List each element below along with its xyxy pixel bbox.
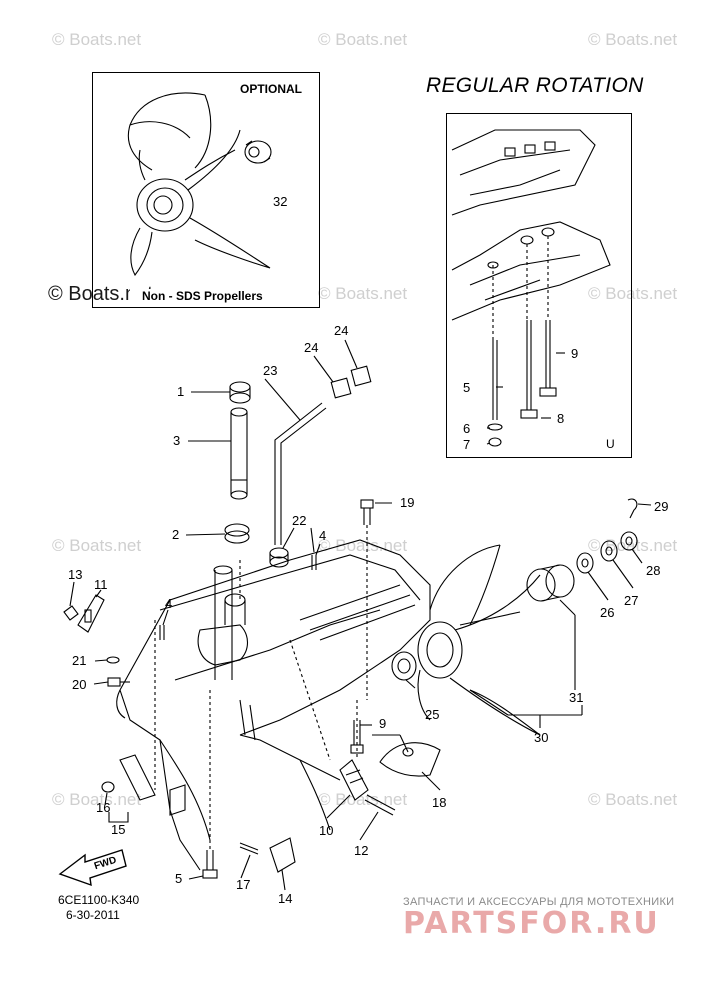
part-label-11: 11 [94, 577, 108, 592]
part-label-3: 3 [173, 433, 181, 448]
part-label-5: 5 [175, 871, 183, 886]
part-28-drawing [620, 531, 638, 551]
part-label-12: 12 [354, 843, 369, 858]
part-label-24b: 24 [334, 323, 349, 338]
part-label-25: 25 [425, 707, 440, 722]
inset-part-label-8: 8 [557, 411, 565, 426]
part-label-22: 22 [292, 513, 307, 528]
main-propeller-drawing [417, 544, 541, 736]
part-label-14: 14 [278, 891, 293, 906]
partsfor-tagline: ЗАПЧАСТИ И АКСЕССУАРЫ ДЛЯ МОТОТЕХНИКИ [403, 896, 675, 908]
part-17-drawing [239, 842, 259, 855]
inset-part-label-6: 6 [463, 421, 471, 436]
part-25-drawing [391, 651, 417, 681]
part-32-washer-drawing [244, 140, 272, 164]
inset-part-label-7: 7 [463, 437, 471, 452]
part-3-drawing [230, 407, 248, 500]
part-label-26: 26 [600, 605, 615, 620]
optional-footer: Non - SDS Propellers [130, 289, 263, 303]
part-label-4a: 4 [165, 596, 173, 611]
part-20-drawing [107, 677, 130, 687]
part-label-28: 28 [646, 563, 661, 578]
part-label-17: 17 [236, 877, 251, 892]
part-18-drawing [379, 742, 441, 777]
part-5-drawing [202, 850, 218, 879]
part-label-4b: 4 [319, 528, 327, 543]
part-label-21: 21 [72, 653, 87, 668]
part-27-drawing [600, 540, 618, 562]
optional-box [92, 72, 320, 308]
watermark: © Boats.net [52, 536, 142, 555]
part-13-drawing [63, 605, 79, 621]
watermark: © Boats.net [52, 30, 142, 49]
part-label-27: 27 [624, 593, 639, 608]
part-label-19: 19 [400, 495, 415, 510]
part-31-drawing [526, 564, 575, 602]
part-label-10: 10 [319, 823, 334, 838]
part-label-18: 18 [432, 795, 447, 810]
watermark: © Boats.net [318, 536, 408, 555]
inset-corner-mark: U [606, 437, 615, 451]
part-label-32: 32 [273, 194, 288, 209]
watermark: © Boats.net [588, 284, 678, 303]
partsfor-logo: PARTSFOR.RU [403, 906, 660, 941]
part-29-drawing [627, 498, 638, 519]
watermark-overlay: © Boats.net [48, 283, 153, 305]
fwd-arrow-drawing [58, 849, 127, 887]
rotation-title: REGULAR ROTATION [426, 74, 644, 97]
part-label-23: 23 [263, 363, 278, 378]
watermark: © Boats.net [318, 30, 408, 49]
part-label-30: 30 [534, 730, 549, 745]
part-12-drawing [364, 794, 396, 816]
part-label-31: 31 [569, 690, 584, 705]
part-label-15: 15 [111, 822, 126, 837]
part-2-drawing [224, 523, 250, 544]
part-19-drawing [360, 499, 374, 525]
optional-propeller-drawing [127, 92, 271, 277]
part-label-9: 9 [379, 716, 387, 731]
part-26-drawing [576, 552, 594, 574]
part-label-16: 16 [96, 800, 111, 815]
part-10-drawing [339, 759, 369, 801]
part-4-pin-right [311, 555, 317, 570]
rotation-inset-drawing [451, 129, 611, 447]
part-23-drawing [274, 402, 327, 545]
part-label-13: 13 [68, 567, 83, 582]
rotation-box [446, 113, 632, 458]
watermark: © Boats.net [588, 790, 678, 809]
part-4-pin-left [159, 625, 165, 640]
part-24-drawing [330, 365, 372, 399]
part-label-29: 29 [654, 499, 669, 514]
optional-label: OPTIONAL [240, 82, 302, 96]
watermark: © Boats.net [52, 790, 142, 809]
part-label-24a: 24 [304, 340, 319, 355]
part-label-2: 2 [172, 527, 180, 542]
doc-code: 6CE1100-K340 [58, 893, 140, 907]
part-11-drawing [77, 594, 105, 633]
watermark: © Boats.net [588, 30, 678, 49]
watermark: © Boats.net [318, 284, 408, 303]
leader-lines [69, 339, 652, 891]
part-1-drawing [229, 381, 251, 404]
doc-date: 6-30-2011 [66, 908, 120, 922]
inset-part-label-9: 9 [571, 346, 579, 361]
part-14-drawing [269, 837, 296, 873]
part-label-1: 1 [177, 384, 185, 399]
part-9-drawing [350, 720, 364, 754]
rotation-inset-guides [492, 236, 549, 340]
part-label-20: 20 [72, 677, 87, 692]
inset-part-label-5: 5 [463, 380, 471, 395]
part-15-drawing [101, 754, 156, 801]
part-21-drawing [106, 656, 120, 664]
part-22-drawing [269, 547, 289, 568]
main-guides [154, 525, 368, 850]
lower-casing-drawing [116, 539, 431, 871]
